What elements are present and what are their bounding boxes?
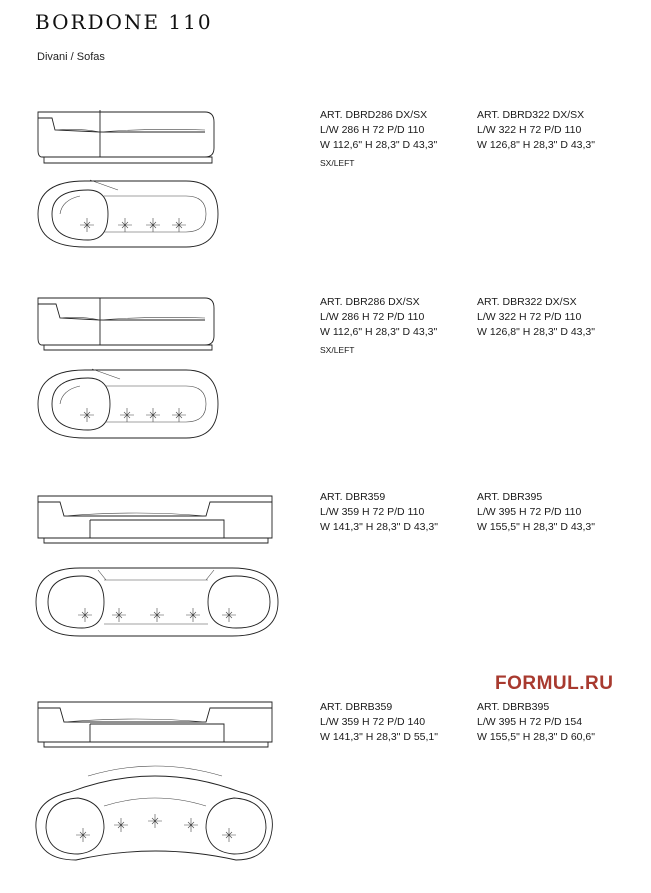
- spec-right: ART. DBRD322 DX/SX L/W 322 H 72 P/D 110 …: [477, 108, 595, 153]
- size-inch: W 126,8" H 28,3" D 43,3": [477, 139, 595, 151]
- size-inch: W 126,8" H 28,3" D 43,3": [477, 326, 595, 338]
- article-code: ART. DBRD322 DX/SX: [477, 109, 585, 121]
- size-cm: L/W 286 H 72 P/D 110: [320, 311, 425, 323]
- side-note: SX/LEFT: [320, 345, 355, 355]
- size-cm: L/W 359 H 72 P/D 140: [320, 716, 426, 728]
- side-note: SX/LEFT: [320, 158, 355, 168]
- size-inch: W 155,5" H 28,3" D 43,3": [477, 521, 595, 533]
- size-cm: L/W 322 H 72 P/D 110: [477, 124, 582, 136]
- spec-left: ART. DBRB359 L/W 359 H 72 P/D 140 W 141,…: [320, 700, 438, 745]
- article-code: ART. DBR395: [477, 491, 543, 503]
- spec-left: ART. DBR359 L/W 359 H 72 P/D 110 W 141,3…: [320, 490, 438, 535]
- size-cm: L/W 286 H 72 P/D 110: [320, 124, 425, 136]
- site-watermark: FORMUL.RU: [495, 673, 614, 694]
- size-inch: W 112,6" H 28,3" D 43,3": [320, 326, 438, 338]
- size-inch: W 112,6" H 28,3" D 43,3": [320, 139, 438, 151]
- sofa-front-view-4: [37, 701, 273, 748]
- article-code: ART. DBRB359: [320, 701, 393, 713]
- size-cm: L/W 395 H 72 P/D 110: [477, 506, 582, 518]
- article-code: ART. DBR286 DX/SX: [320, 296, 420, 308]
- article-code: ART. DBR322 DX/SX: [477, 296, 577, 308]
- sofa-front-view-2: [37, 297, 215, 351]
- spec-right: ART. DBR322 DX/SX L/W 322 H 72 P/D 110 W…: [477, 295, 595, 340]
- size-cm: L/W 322 H 72 P/D 110: [477, 311, 582, 323]
- size-inch: W 141,3" H 28,3" D 43,3": [320, 521, 438, 533]
- spec-left: ART. DBRD286 DX/SX L/W 286 H 72 P/D 110 …: [320, 108, 437, 171]
- size-cm: L/W 395 H 72 P/D 154: [477, 716, 583, 728]
- article-code: ART. DBR359: [320, 491, 386, 503]
- size-inch: W 155,5" H 28,3" D 60,6": [477, 731, 595, 743]
- article-code: ART. DBRB395: [477, 701, 550, 713]
- sofa-top-view-1: [37, 179, 219, 248]
- sofa-top-view-3: [35, 567, 279, 637]
- page-subtitle: Divani / Sofas: [37, 51, 105, 63]
- size-inch: W 141,3" H 28,3" D 55,1": [320, 731, 438, 743]
- sofa-front-view-1: [37, 110, 215, 164]
- page-title: BORDONE 110: [35, 10, 213, 34]
- sofa-front-view-3: [37, 495, 273, 544]
- sofa-top-view-4: [35, 765, 273, 861]
- spec-left: ART. DBR286 DX/SX L/W 286 H 72 P/D 110 W…: [320, 295, 437, 358]
- spec-right: ART. DBRB395 L/W 395 H 72 P/D 154 W 155,…: [477, 700, 595, 745]
- spec-right: ART. DBR395 L/W 395 H 72 P/D 110 W 155,5…: [477, 490, 595, 535]
- size-cm: L/W 359 H 72 P/D 110: [320, 506, 425, 518]
- article-code: ART. DBRD286 DX/SX: [320, 109, 428, 121]
- sofa-top-view-2: [37, 368, 219, 439]
